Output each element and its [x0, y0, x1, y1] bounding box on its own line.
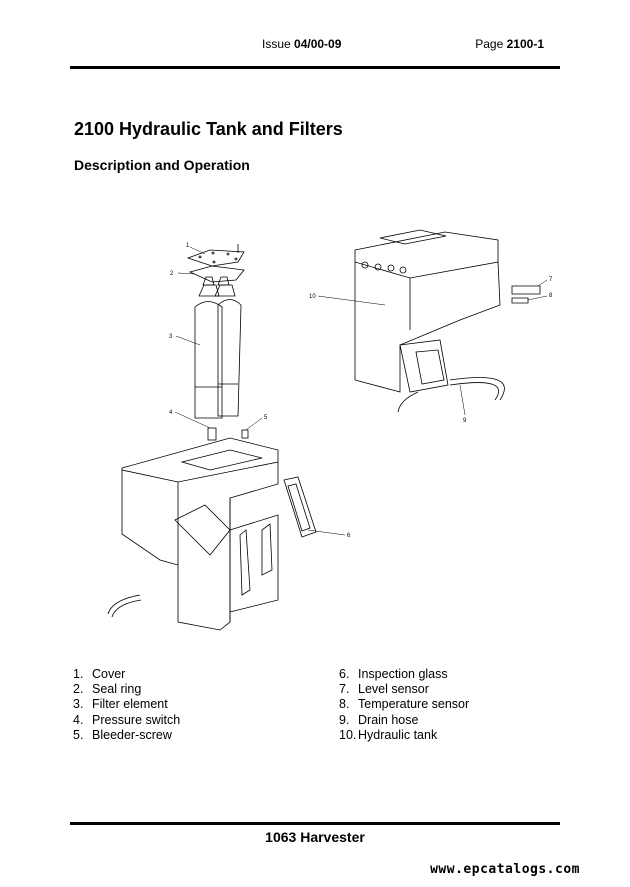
callout-6: 6 [347, 533, 351, 539]
header-rule [70, 66, 560, 69]
legend-item: 10.Hydraulic tank [339, 727, 438, 742]
page-value: 2100-1 [506, 37, 544, 51]
callout-1: 1 [186, 243, 190, 249]
legend-item: 5.Bleeder-screw [73, 727, 172, 742]
issue-value: 04/00-09 [294, 37, 342, 51]
callout-9: 9 [463, 418, 467, 424]
legend-item: 3.Filter element [73, 697, 168, 712]
page-title: 2100 Hydraulic Tank and Filters [74, 119, 343, 139]
page-label: Page [475, 37, 504, 51]
callout-5: 5 [264, 415, 268, 421]
callout-4: 4 [169, 410, 173, 416]
legend-item: 8.Temperature sensor [339, 697, 470, 712]
footer-rule [70, 822, 560, 825]
callout-2: 2 [170, 271, 174, 277]
footer-title: 1063 Harvester [265, 829, 365, 845]
callout-3: 3 [169, 334, 173, 340]
parts-legend-left: 1.Cover 2.Seal ring 3.Filter element 4.P… [73, 667, 180, 743]
watermark-link[interactable]: www.epcatalogs.com [430, 862, 580, 877]
legend-item: 1.Cover [73, 667, 126, 681]
callout-8: 8 [549, 293, 553, 299]
legend-item: 2.Seal ring [73, 682, 142, 697]
legend-item: 6.Inspection glass [339, 667, 448, 681]
callout-10: 10 [309, 294, 316, 300]
legend-item: 7.Level sensor [339, 682, 429, 697]
legend-item: 4.Pressure switch [73, 712, 181, 727]
issue-label: Issue [262, 37, 291, 51]
parts-legend-right: 6.Inspection glass 7.Level sensor 8.Temp… [339, 667, 469, 743]
callout-7: 7 [549, 277, 553, 283]
header-issue: Issue 04/00-09 [262, 37, 341, 51]
legend-item: 9.Drain hose [339, 712, 419, 727]
section-subtitle: Description and Operation [74, 157, 250, 173]
hydraulic-tank-illustration: 1 2 3 4 5 6 7 8 9 10 [107, 229, 553, 631]
header-page: Page 2100-1 [475, 37, 544, 51]
